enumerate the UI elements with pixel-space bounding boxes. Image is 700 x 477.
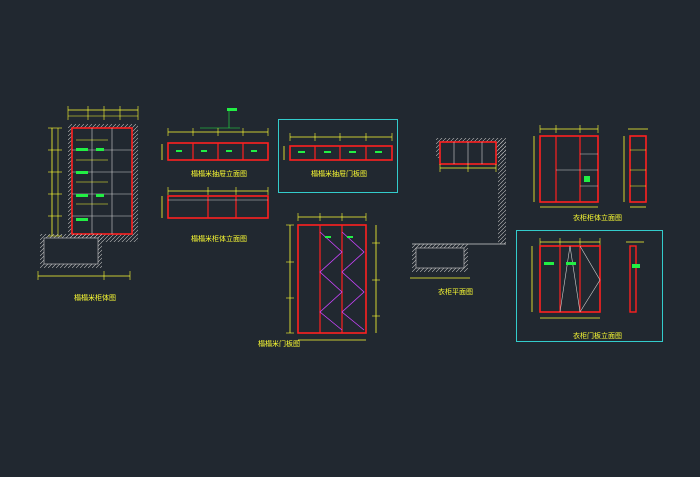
caption-wardrobe-body-elevation: 衣柜柜体立面图	[573, 214, 622, 222]
caption-tatami-drawer-elevation: 榻榻米抽屉立面图	[191, 170, 247, 178]
frame-tatami-drawer-door	[278, 119, 398, 193]
tatami-door-elevation	[286, 213, 380, 341]
caption-tatami-drawer-door: 榻榻米抽屉门板图	[311, 170, 367, 178]
caption-wardrobe-plan: 衣柜平面图	[438, 288, 473, 296]
caption-wardrobe-door-elevation: 衣柜门板立面图	[573, 332, 622, 340]
caption-tatami-body-plan: 榻榻米柜体图	[74, 294, 116, 302]
tatami-drawer-elevation	[161, 108, 269, 161]
tatami-drawer-door	[283, 133, 393, 161]
tatami-cabinet-elevation	[161, 187, 269, 219]
wardrobe-plan	[410, 138, 506, 279]
tatami-body-plan	[37, 106, 139, 280]
frame-wardrobe-door	[516, 230, 663, 342]
caption-tatami-door: 榻榻米门板图	[258, 340, 300, 348]
wardrobe-body-elevation	[533, 125, 648, 208]
caption-tatami-cabinet-elevation: 榻榻米柜体立面图	[191, 235, 247, 243]
wardrobe-door-elevation	[531, 238, 644, 319]
